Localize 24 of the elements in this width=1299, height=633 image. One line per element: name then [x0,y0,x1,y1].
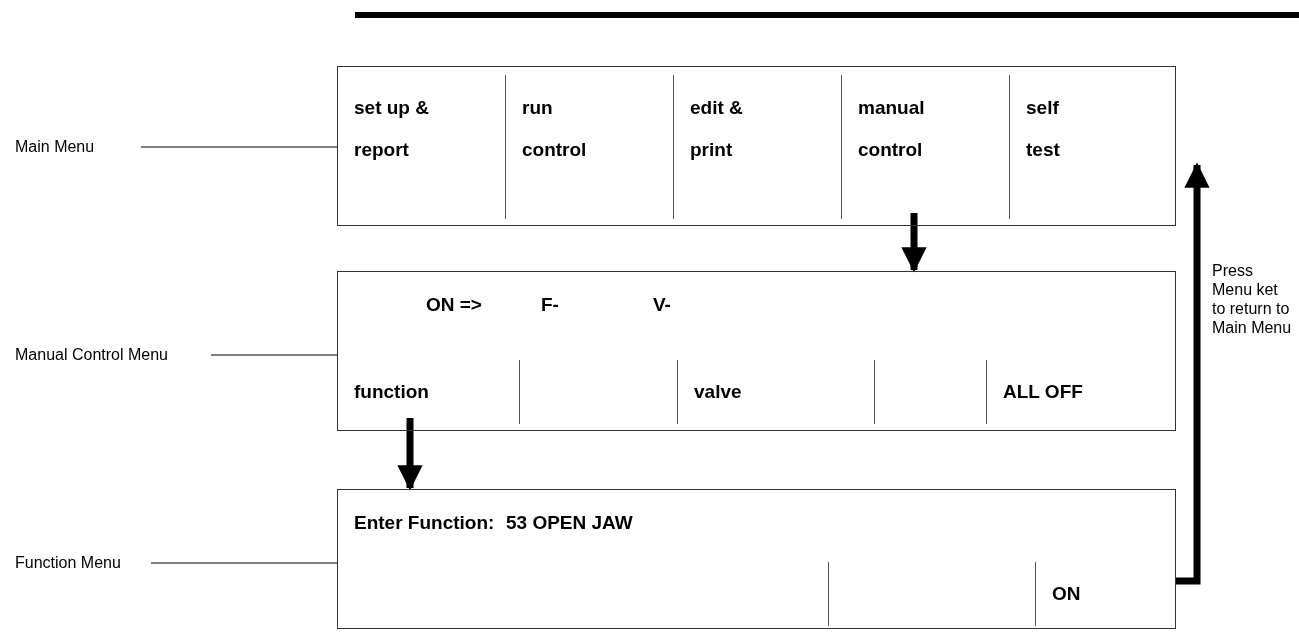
menu-name-label: Manual Control Menu [15,345,205,365]
leader-line [140,146,338,148]
menu-option: set up & report [338,75,506,219]
menu-name-label: Main Menu [15,137,135,157]
menu-option: manual control [842,75,1010,219]
status-text: V- [653,293,671,317]
prompt-text: Enter Function: [354,511,495,535]
menu-option: function [338,360,520,424]
leader-line [150,562,338,564]
menu-option: edit & print [674,75,842,219]
display-screen [337,271,1176,431]
edge-label: Press Menu ket to return to Main Menu [1212,261,1293,337]
status-text: ON => [426,293,482,317]
menu-option: self test [1010,75,1176,219]
display-screen [337,66,1176,226]
leader-line [210,354,338,356]
field-value: 53 OPEN JAW [506,511,633,535]
display-screen [337,489,1176,629]
menu-name-label: Function Menu [15,553,145,573]
status-text: F- [541,293,559,317]
menu-option: ON [1036,562,1175,626]
menu-option: ALL OFF [987,360,1175,424]
menu-option: run control [506,75,674,219]
menu-option: valve [678,360,875,424]
